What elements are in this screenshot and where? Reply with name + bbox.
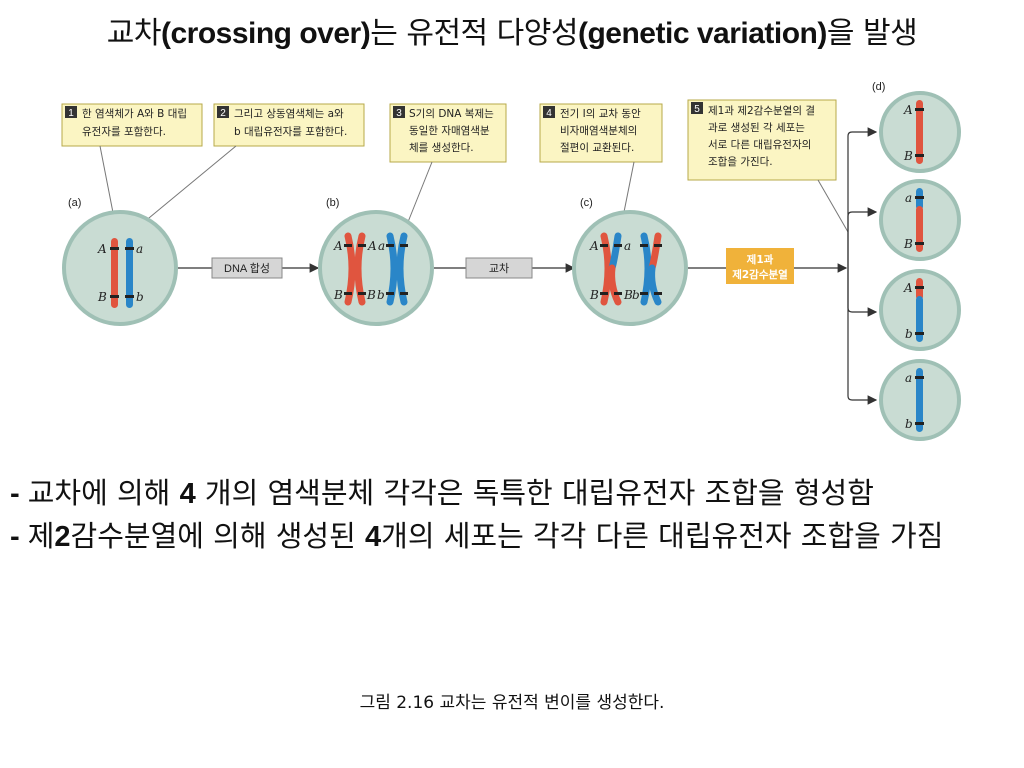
step-meiosis-line-1: 제1과	[747, 253, 774, 266]
svg-text:B: B	[623, 288, 633, 302]
note-3: 3 S기의 DNA 복제는 동일한 자매염색분 체를 생성한다.	[389, 103, 507, 163]
note-5: 5 제1과 제2감수분열의 결 과로 생성된 각 세포는 서로 다른 대립유전자…	[687, 99, 837, 181]
figure-caption: 그림 2.16 교차는 유전적 변이를 생성한다.	[359, 693, 665, 713]
svg-text:B: B	[589, 288, 599, 302]
panel-label-a: (a)	[68, 197, 81, 209]
svg-text:A: A	[333, 239, 343, 253]
note-1-line-2: 유전자를 포함한다.	[82, 126, 166, 138]
note-4-line-3: 절편이 교환된다.	[560, 141, 634, 154]
cell-a: A a B b	[62, 210, 178, 326]
branch-arrows	[847, 127, 878, 405]
step-dna-synthesis: DNA 합성	[178, 257, 320, 279]
svg-text:A: A	[903, 103, 913, 117]
bullet-2: - 제2감수분열에 의해 생성된 4개의 세포는 각각 다른 대립유전자 조합을…	[10, 519, 944, 553]
svg-text:B: B	[903, 149, 913, 163]
step-meiosis: 제1과 제2감수분열	[688, 248, 848, 284]
svg-text:A: A	[589, 239, 599, 253]
panel-label-c: (c)	[580, 197, 593, 209]
step-meiosis-line-2: 제2감수분열	[732, 268, 788, 281]
result-cell-2: a B	[879, 179, 961, 261]
step-dna-synthesis-label: DNA 합성	[224, 262, 270, 275]
allele-b: b	[136, 290, 144, 304]
svg-text:a: a	[905, 191, 912, 205]
allele-A: A	[97, 242, 107, 256]
allele-B: B	[97, 290, 107, 304]
svg-text:B: B	[333, 288, 343, 302]
note-4-number: 4	[546, 108, 552, 119]
allele-a: a	[136, 242, 143, 256]
panel-label-b: (b)	[326, 197, 339, 209]
note-3-line-1: S기의 DNA 복제는	[409, 108, 494, 120]
result-cell-4: a b	[879, 359, 961, 441]
note-4: 4 전기 I의 교차 동안 비자매염색분체의 절편이 교환된다.	[539, 103, 663, 163]
note-3-number: 3	[396, 108, 402, 119]
svg-text:a: a	[624, 239, 631, 253]
svg-text:B: B	[366, 288, 376, 302]
svg-text:a: a	[378, 239, 385, 253]
svg-text:A: A	[903, 281, 913, 295]
note-1-line-1: 한 염색체가 A와 B 대립	[82, 107, 187, 120]
crossing-over-diagram: 1 한 염색체가 A와 B 대립 유전자를 포함한다. 2 그리고 상동염색체는…	[61, 81, 961, 441]
page-title: 교차(crossing over)는 유전적 다양성(genetic varia…	[106, 16, 918, 51]
svg-text:a: a	[905, 371, 912, 385]
bullet-1: - 교차에 의해 4 개의 염색분체 각각은 독특한 대립유전자 조합을 형성함	[10, 476, 874, 510]
bullet-list: - 교차에 의해 4 개의 염색분체 각각은 독특한 대립유전자 조합을 형성함…	[10, 472, 1018, 558]
note-5-number: 5	[694, 104, 700, 115]
svg-text:A: A	[367, 239, 377, 253]
note-5-line-4: 조합을 가진다.	[708, 156, 773, 168]
step-crossing: 교차	[434, 257, 576, 279]
note-2-number: 2	[220, 108, 226, 119]
note-1-number: 1	[68, 108, 74, 119]
note-2: 2 그리고 상동염색체는 a와 b 대립유전자를 포함한다.	[213, 103, 365, 147]
cell-b: A A a B B b	[318, 210, 434, 326]
note-3-line-2: 동일한 자매염색분	[409, 124, 490, 137]
svg-text:b: b	[905, 417, 913, 431]
note-5-line-3: 서로 다른 대립유전자의	[708, 138, 811, 151]
cell-c: A a B B b	[572, 210, 688, 326]
svg-text:b: b	[632, 288, 640, 302]
result-cell-1: A B	[879, 91, 961, 173]
note-2-line-2: b 대립유전자를 포함한다.	[234, 125, 347, 138]
svg-text:b: b	[377, 288, 385, 302]
note-1: 1 한 염색체가 A와 B 대립 유전자를 포함한다.	[61, 103, 203, 147]
note-3-line-3: 체를 생성한다.	[409, 142, 474, 154]
panel-label-d: (d)	[872, 81, 885, 93]
note-4-line-1: 전기 I의 교차 동안	[560, 108, 641, 120]
note-2-line-1: 그리고 상동염색체는 a와	[234, 108, 344, 120]
svg-text:B: B	[903, 237, 913, 251]
result-cell-3: A b	[879, 269, 961, 351]
step-crossing-label: 교차	[489, 262, 509, 275]
note-5-line-1: 제1과 제2감수분열의 결	[708, 105, 815, 117]
note-5-line-2: 과로 생성된 각 세포는	[708, 122, 805, 134]
note-4-line-2: 비자매염색분체의	[560, 125, 637, 137]
svg-text:b: b	[905, 327, 913, 341]
